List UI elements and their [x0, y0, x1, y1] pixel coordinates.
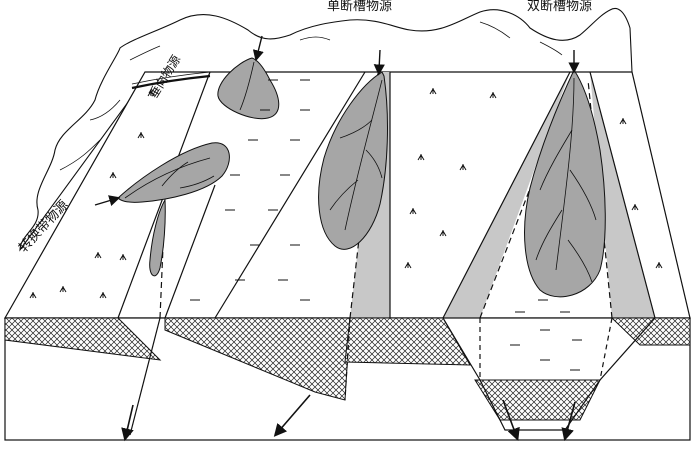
fan-channel-lines [124, 61, 597, 283]
flow-arrow-1 [121, 404, 134, 442]
terrace-lens [131, 74, 211, 90]
fan-transfer [149, 198, 166, 277]
label-double-trough-source: 双断槽物源 [527, 0, 593, 14]
flow-arrow-3 [502, 399, 520, 441]
arrow-top-vertical [252, 35, 264, 62]
source-arrows [94, 35, 580, 206]
hatched-layer [4, 317, 691, 421]
arrow-transfer [94, 195, 121, 206]
grass-marks [29, 88, 663, 299]
fan-vertical-top [217, 57, 280, 120]
mountain-ridge-lines [59, 21, 563, 171]
basin-section [129, 317, 656, 436]
water-marks [190, 79, 582, 371]
flow-arrow-4 [561, 401, 576, 442]
label-single-trough-source: 单断槽物源 [327, 0, 393, 14]
mountain-range [19, 7, 633, 252]
fan-single-trough [318, 71, 388, 250]
flow-arrows [121, 394, 576, 442]
arrow-single-trough [373, 49, 385, 76]
flow-arrow-2 [273, 394, 311, 437]
